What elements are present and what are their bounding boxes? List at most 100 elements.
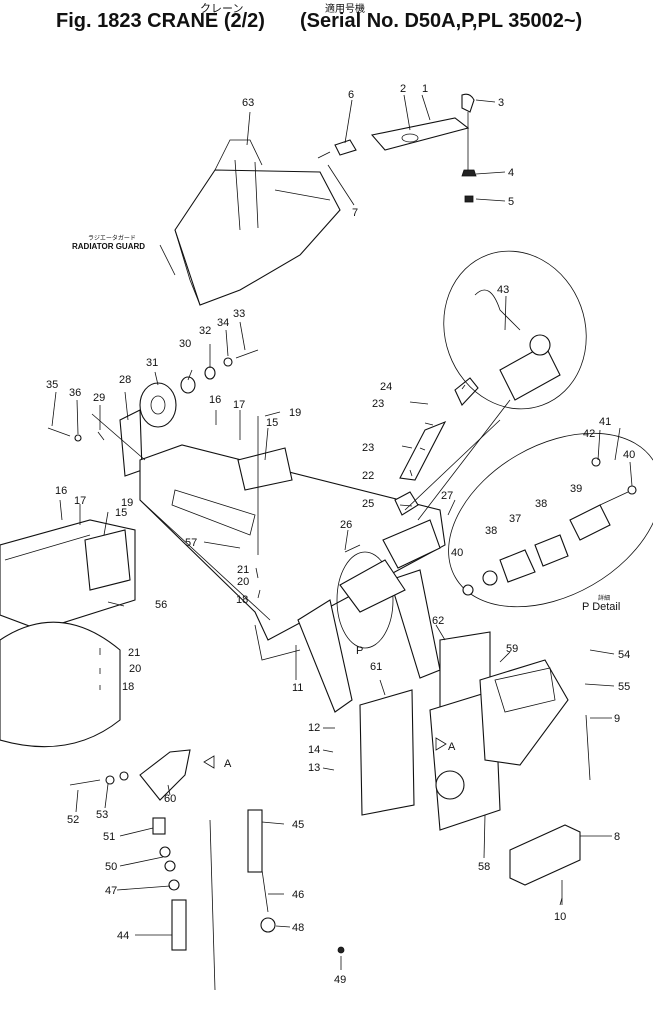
part-number: 11 bbox=[292, 682, 303, 694]
part-number: 40 bbox=[451, 547, 463, 559]
part-number: 46 bbox=[292, 889, 304, 901]
arrow-a-label-2: A bbox=[448, 741, 456, 753]
part-number: 27 bbox=[441, 490, 453, 502]
serial-japanese: 適用号機 bbox=[325, 4, 365, 15]
part-number: 33 bbox=[233, 308, 245, 320]
part-number: 16 bbox=[55, 485, 67, 497]
part-number: 49 bbox=[334, 974, 346, 986]
part-number: 50 bbox=[105, 861, 117, 873]
pulley-assembly bbox=[47, 349, 259, 477]
part-number: 26 bbox=[340, 519, 352, 531]
part-number: 53 bbox=[96, 809, 108, 821]
part-number: 9 bbox=[614, 713, 620, 725]
part-number: 4 bbox=[508, 167, 514, 179]
part-number: 5 bbox=[508, 196, 514, 208]
part-number: 20 bbox=[237, 576, 249, 588]
part-number: 34 bbox=[217, 317, 229, 329]
part-number: 6 bbox=[348, 89, 354, 101]
part-number: 63 bbox=[242, 97, 254, 109]
part-number: 13 bbox=[308, 762, 320, 774]
part-number: 40 bbox=[623, 449, 635, 461]
title-japanese: クレーン bbox=[200, 3, 244, 15]
part-number: 58 bbox=[478, 861, 490, 873]
winch-cylinder bbox=[336, 377, 511, 649]
part-number: 23 bbox=[372, 398, 384, 410]
part-number: 21 bbox=[237, 564, 249, 576]
part-number: 24 bbox=[380, 381, 392, 393]
part-number: 15 bbox=[115, 507, 127, 519]
part-number: 7 bbox=[352, 207, 358, 219]
part-number: 48 bbox=[292, 922, 304, 934]
part-number: 18 bbox=[122, 681, 134, 693]
part-number: 60 bbox=[164, 793, 176, 805]
part-number: 17 bbox=[74, 495, 86, 507]
detail-jp-label: 詳細 bbox=[598, 594, 610, 602]
part-number: 25 bbox=[362, 498, 374, 510]
part-number: 20 bbox=[129, 663, 141, 675]
part-number: 43 bbox=[497, 284, 509, 296]
part-number: 45 bbox=[292, 819, 304, 831]
arrow-a-label-1: A bbox=[224, 758, 232, 770]
part-number: 16 bbox=[209, 394, 221, 406]
part-number: 15 bbox=[266, 417, 278, 429]
part-number: 12 bbox=[308, 722, 320, 734]
part-number: 35 bbox=[46, 379, 58, 391]
part-number: 62 bbox=[432, 615, 444, 627]
part-number: 41 bbox=[599, 416, 611, 428]
part-number: 39 bbox=[570, 483, 582, 495]
part-number: 21 bbox=[128, 647, 140, 659]
part-number: 1 bbox=[422, 83, 428, 95]
part-number: 42 bbox=[583, 428, 595, 440]
diagram-labels: ラジエータガード RADIATOR GUARD 詳細 P Detail P A … bbox=[72, 234, 620, 770]
part-number: 18 bbox=[236, 594, 248, 606]
part-number: 28 bbox=[119, 374, 131, 386]
view-arrow-1 bbox=[203, 755, 215, 769]
part-number: 10 bbox=[554, 911, 566, 923]
part-number: 37 bbox=[509, 513, 521, 525]
part-number-labels: 1 2 3 4 5 6 7 8 9 10 11 12 13 14 15 15 1… bbox=[46, 83, 635, 986]
part-number: 61 bbox=[370, 661, 382, 673]
part-number: 17 bbox=[233, 399, 245, 411]
radiator-guard-label: RADIATOR GUARD bbox=[72, 242, 145, 251]
header: クレーン Fig. 1823 CRANE (2/2) 適用号機 (Serial … bbox=[0, 0, 653, 44]
part-number: 47 bbox=[105, 885, 117, 897]
part-number: 56 bbox=[155, 599, 167, 611]
part-number: 8 bbox=[614, 831, 620, 843]
part-number: 51 bbox=[103, 831, 115, 843]
serial-number-label: (Serial No. D50A,P,PL 35002~) bbox=[300, 10, 583, 32]
part-number: 31 bbox=[146, 357, 158, 369]
part-number: 19 bbox=[289, 407, 301, 419]
part-number: 30 bbox=[179, 338, 191, 350]
part-number: 36 bbox=[69, 387, 81, 399]
part-number: 57 bbox=[185, 537, 197, 549]
part-number: 44 bbox=[117, 930, 129, 942]
part-number: 59 bbox=[506, 643, 518, 655]
figure-title: Fig. 1823 CRANE (2/2) bbox=[56, 10, 265, 32]
radiator-guard-jp-label: ラジエータガード bbox=[88, 234, 136, 242]
part-number: 32 bbox=[199, 325, 211, 337]
part-number: 38 bbox=[485, 525, 497, 537]
view-arrow-2 bbox=[435, 737, 447, 751]
part-number: 29 bbox=[93, 392, 105, 404]
upper-bar-assembly bbox=[317, 93, 477, 203]
view-p-label: P bbox=[356, 645, 363, 657]
main-frame bbox=[0, 444, 446, 748]
detail-43 bbox=[443, 250, 587, 410]
detail-label: P Detail bbox=[582, 601, 620, 613]
part-number: 38 bbox=[535, 498, 547, 510]
part-number: 54 bbox=[618, 649, 630, 661]
part-number: 52 bbox=[67, 814, 79, 826]
part-number: 23 bbox=[362, 442, 374, 454]
part-number: 55 bbox=[618, 681, 630, 693]
p-detail bbox=[448, 432, 653, 608]
leader-lines bbox=[51, 94, 633, 970]
part-number: 14 bbox=[308, 744, 320, 756]
radiator-guard bbox=[174, 139, 341, 306]
part-number: 3 bbox=[498, 97, 504, 109]
part-number: 2 bbox=[400, 83, 406, 95]
lower-parts bbox=[69, 749, 345, 991]
part-number: 22 bbox=[362, 470, 374, 482]
part-number: 19 bbox=[121, 497, 133, 509]
side-brackets bbox=[359, 631, 591, 905]
